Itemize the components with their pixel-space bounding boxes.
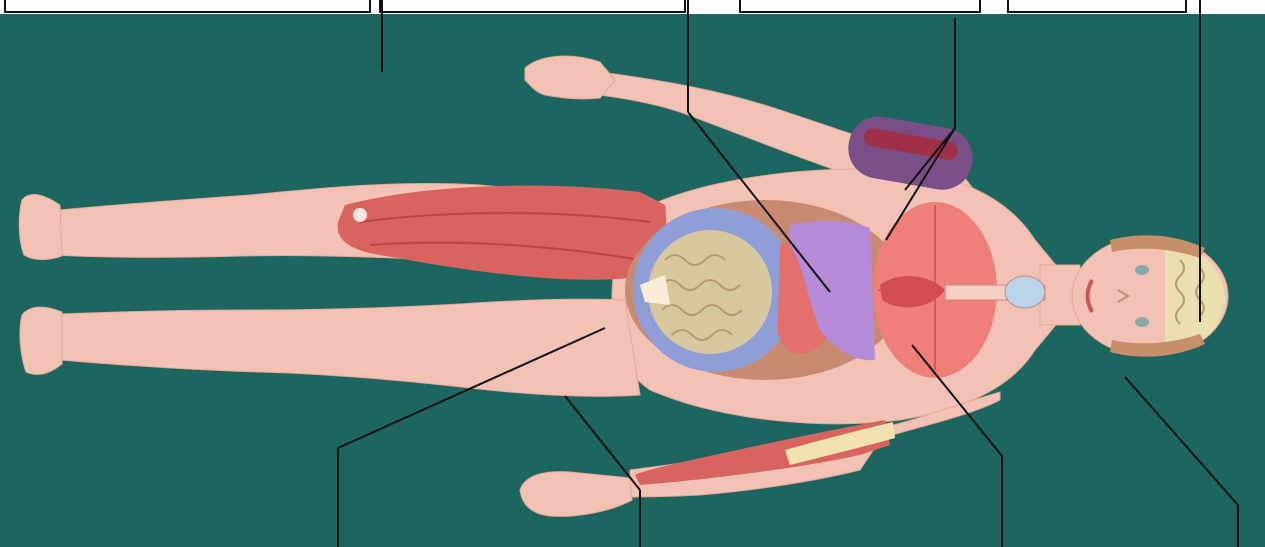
label-strip — [0, 0, 1265, 14]
foot-upper — [19, 195, 62, 260]
foot-lower — [20, 307, 62, 374]
eye-lower — [1135, 317, 1149, 327]
throat-cartilage — [1005, 276, 1045, 308]
label-box-1 — [5, 0, 370, 12]
label-box-4 — [1008, 0, 1186, 12]
label-box-3 — [740, 0, 980, 12]
eye-upper — [1135, 265, 1149, 275]
abdominal-cavity — [625, 200, 905, 380]
knee-patch — [353, 208, 367, 222]
label-box-2 — [380, 0, 685, 12]
